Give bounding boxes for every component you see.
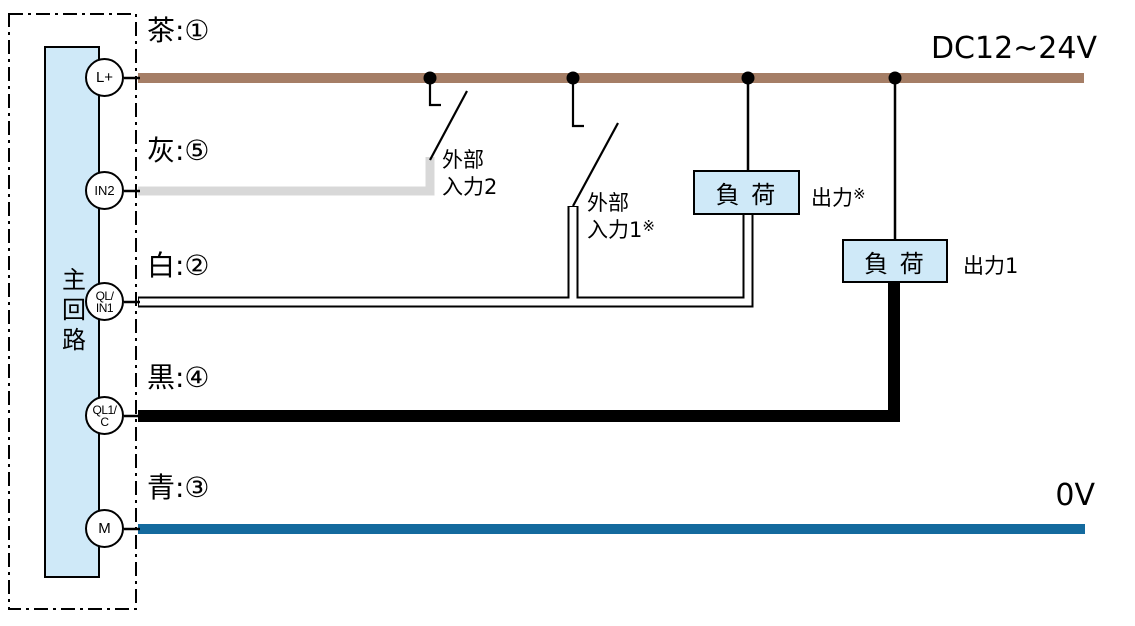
junction-dot-2: [566, 71, 580, 85]
wire-label-brown: 茶:①: [147, 14, 210, 47]
terminal-ql-in1-label-bottom: IN1: [95, 300, 114, 315]
wire-label-white: 白:②: [147, 249, 210, 282]
external-input-2-text: 入力2: [442, 175, 498, 199]
switch1-blade: [572, 122, 619, 207]
white-wire-core: [139, 214, 752, 306]
external-input-1-mark: ※: [642, 217, 655, 235]
terminal-ql1-c-label-bottom: C: [100, 414, 109, 429]
switch2-blade: [429, 90, 468, 161]
white-wire-outline: [138, 213, 754, 308]
external-input-2-line1: 外部: [442, 148, 484, 172]
terminal-ql-in1-label-top: QL/: [95, 288, 114, 303]
dc-voltage-label: DC12~24V: [930, 31, 1097, 66]
terminal-ql-in1: QL/ IN1: [85, 282, 124, 321]
wire-label-blue: 青:③: [147, 471, 210, 504]
junction-dot-1: [423, 71, 437, 85]
external-input-1-text: 入力1: [587, 218, 643, 242]
junction-dot-4: [888, 71, 902, 85]
external-input-2-label: 外部 入力2: [442, 149, 497, 199]
load1-box: 負 荷: [693, 170, 800, 215]
wire-label-black: 黒:④: [147, 361, 210, 394]
external-input-2-line2: 入力2: [442, 172, 497, 199]
gray-wire: [138, 157, 435, 196]
junction-dot-3: [741, 71, 755, 85]
terminal-ql1-c-label-top: QL1/: [92, 402, 117, 417]
terminal-ql1-c: QL1/ C: [85, 396, 124, 435]
output-note-mark: ※: [853, 185, 866, 203]
output-note-label: 出力※: [811, 183, 866, 210]
terminal-in2-label: IN2: [94, 183, 115, 198]
switch1-contact: [571, 84, 584, 128]
main-circuit-boundary: [8, 13, 137, 610]
external-input-1-label: 外部 入力1※: [587, 192, 655, 242]
terminal-l-plus-label: L+: [95, 69, 114, 86]
terminal-m-label: M: [98, 520, 111, 537]
output-1-text: 出力1: [963, 254, 1019, 278]
main-circuit-label: 主回路: [57, 267, 86, 357]
external-input-1-line1: 外部: [587, 191, 629, 215]
terminal-in2: IN2: [85, 171, 124, 210]
external-input-1-line2: 入力1※: [587, 215, 655, 242]
load2-box: 負 荷: [842, 239, 948, 283]
terminal-m: M: [85, 509, 124, 548]
terminal-l-plus: L+: [85, 58, 124, 97]
output-note-text: 出力: [811, 186, 853, 210]
zero-volt-label: 0V: [1055, 478, 1095, 513]
load1-box-label: 負 荷: [715, 181, 778, 209]
wire-label-gray: 灰:⑤: [147, 134, 210, 167]
switch2-contact: [428, 84, 441, 107]
load2-box-label: 負 荷: [864, 249, 926, 278]
output-1-label: 出力1: [963, 251, 1018, 278]
black-wire: [138, 282, 900, 422]
